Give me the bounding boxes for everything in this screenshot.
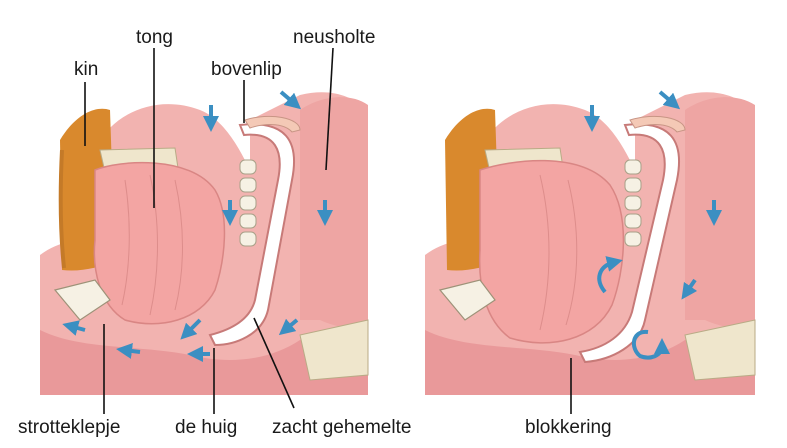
tongue-right <box>480 161 624 343</box>
label-neusholte: neusholte <box>293 28 375 47</box>
label-de-huig: de huig <box>175 418 237 437</box>
label-kin: kin <box>74 60 98 79</box>
tongue <box>94 163 224 324</box>
teeth-column <box>240 160 256 246</box>
nasal-cavity <box>300 97 368 330</box>
right-panel-blocked-airway <box>425 92 755 395</box>
nasal-cavity-right <box>685 97 755 330</box>
teeth-column-right <box>625 160 641 246</box>
label-bovenlip: bovenlip <box>211 60 282 79</box>
label-tong: tong <box>136 28 173 47</box>
label-blokkering: blokkering <box>525 418 612 437</box>
left-panel-normal-airway <box>40 92 368 395</box>
label-strotteklepje: strotteklepje <box>18 418 120 437</box>
label-zacht-gehemelte: zacht gehemelte <box>272 418 411 437</box>
